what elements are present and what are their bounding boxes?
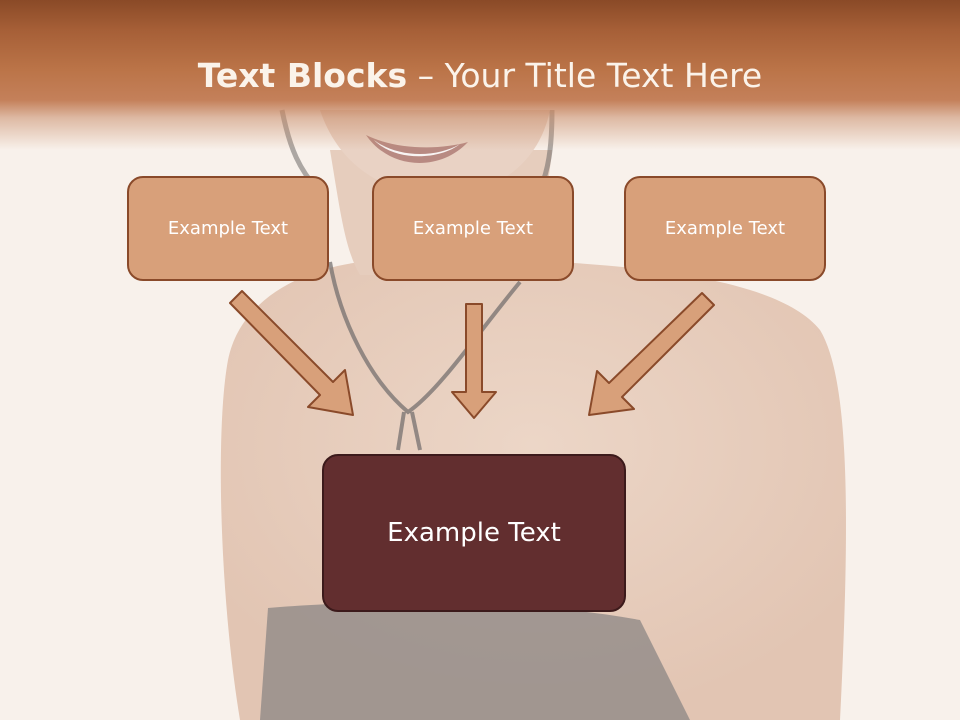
photo-necklace — [328, 261, 522, 415]
slide-title: Text Blocks – Your Title Text Here — [0, 52, 960, 100]
text-block-right[interactable]: Example Text — [624, 176, 826, 281]
slide-title-rest: – Your Title Text Here — [407, 56, 763, 95]
photo-dark-top — [260, 602, 690, 720]
title-bar — [0, 0, 960, 150]
arrow-center — [451, 303, 497, 419]
text-block-left[interactable]: Example Text — [127, 176, 329, 281]
photo-pendant — [396, 411, 422, 451]
text-block-main[interactable]: Example Text — [322, 454, 626, 612]
text-block-left-label: Example Text — [167, 218, 289, 239]
text-block-right-label: Example Text — [664, 218, 786, 239]
arrow-right — [588, 292, 715, 416]
arrow-left — [229, 290, 354, 416]
slide-title-bold: Text Blocks — [197, 56, 408, 95]
text-block-main-label: Example Text — [387, 518, 561, 548]
text-block-center[interactable]: Example Text — [372, 176, 574, 281]
text-block-center-label: Example Text — [412, 218, 534, 239]
photo-teeth — [374, 140, 460, 157]
